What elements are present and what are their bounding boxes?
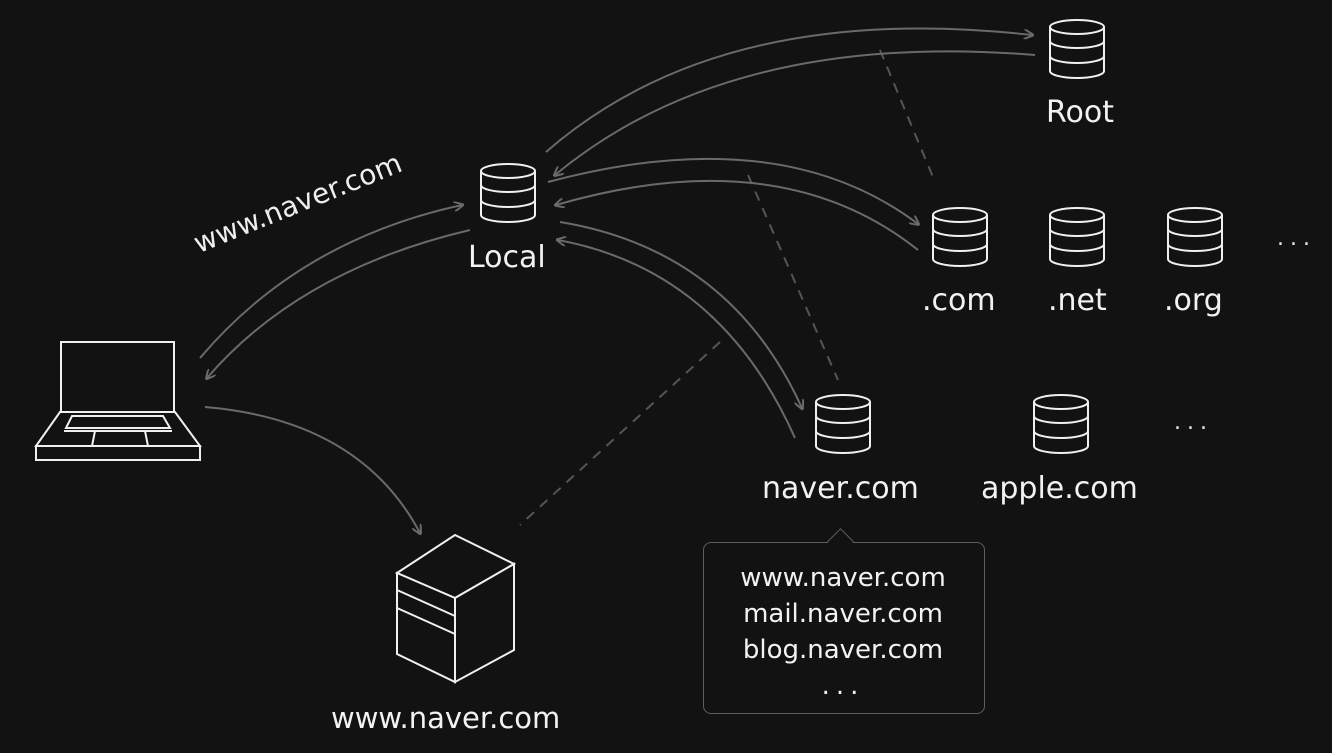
tld-more-label: ... (1277, 226, 1316, 251)
net-dns-icon (1049, 207, 1105, 267)
laptop-icon (34, 341, 202, 461)
server-box-icon (394, 533, 517, 684)
naver-records-list: www.naver.com mail.naver.com blog.naver.… (703, 560, 983, 704)
local-dns-icon (480, 163, 536, 223)
apple-label: apple.com (981, 471, 1138, 506)
dashed-link-root-com (879, 49, 936, 183)
net-label: .net (1048, 283, 1107, 318)
root-dns-icon (1049, 19, 1105, 79)
org-label: .org (1164, 283, 1223, 318)
com-dns-icon (932, 207, 988, 267)
naver-dns-icon (815, 394, 871, 454)
apple-dns-icon (1033, 394, 1089, 454)
arrow-local-to-root (545, 27, 1032, 153)
arrow-root-to-local (555, 50, 1036, 175)
record-www: www.naver.com (740, 563, 946, 593)
arrow-laptop-to-local (199, 205, 462, 359)
arrow-com-to-local (556, 179, 919, 251)
web-server-label: www.naver.com (331, 701, 561, 735)
arrow-local-to-naver (559, 221, 802, 408)
org-dns-icon (1167, 207, 1223, 267)
dashed-link-naver-server (519, 341, 721, 526)
dashed-link-com-naver (747, 174, 839, 381)
record-mail: mail.naver.com (743, 599, 943, 629)
root-label: Root (1046, 95, 1114, 130)
arrow-local-to-com (547, 157, 918, 224)
arrow-local-to-laptop (207, 229, 471, 378)
second-level-more-label: ... (1174, 410, 1213, 435)
arrow-laptop-to-server (204, 406, 420, 533)
arrow-naver-to-local (558, 240, 796, 439)
local-label: Local (468, 240, 546, 275)
naver-label: naver.com (762, 471, 919, 506)
record-blog: blog.naver.com (742, 635, 944, 665)
record-more: ... (821, 671, 865, 701)
com-label: .com (922, 283, 996, 318)
